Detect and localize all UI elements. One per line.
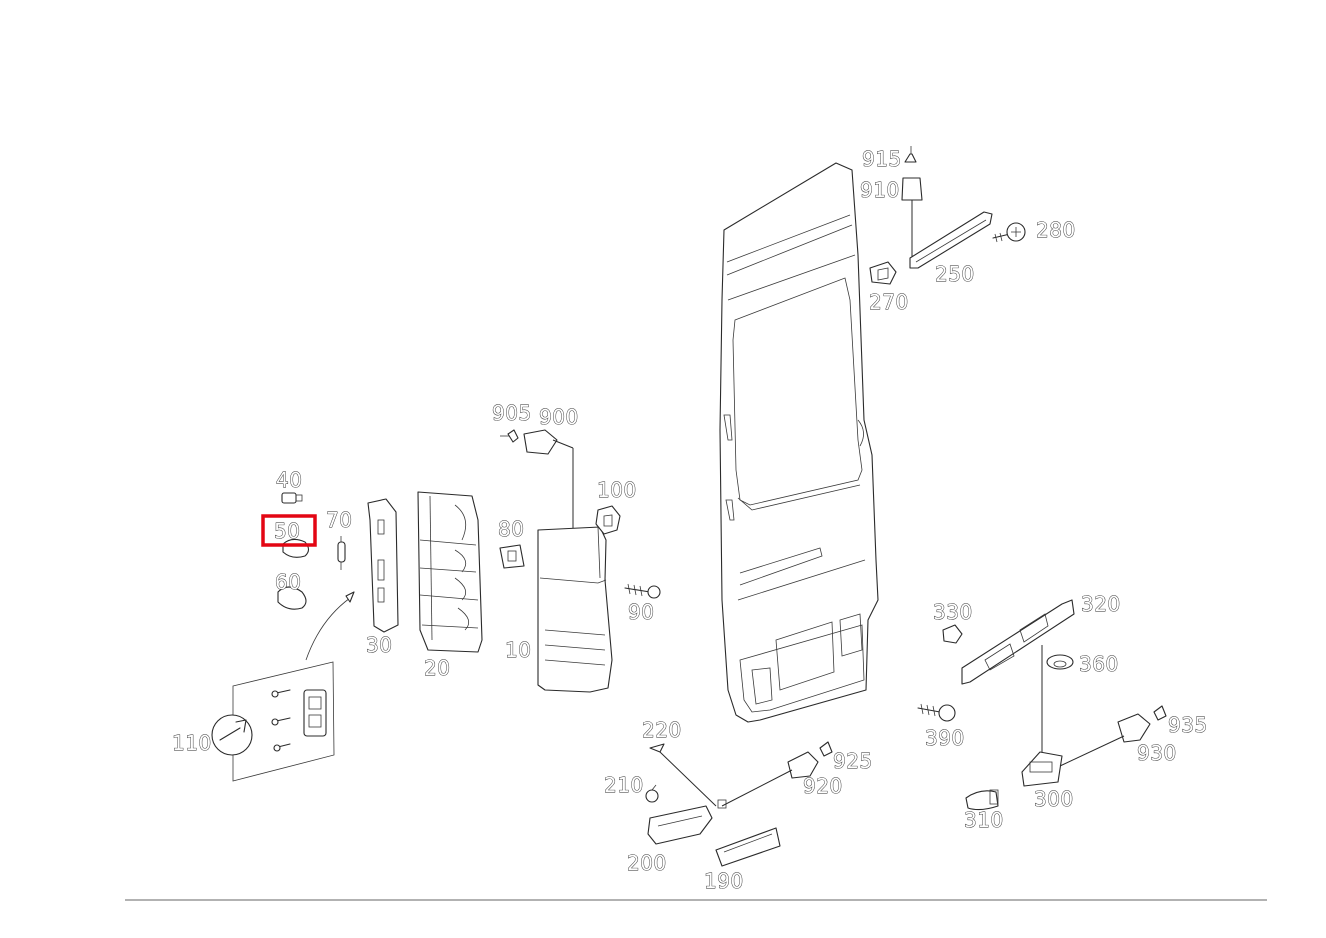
rear-door-drawing (719, 162, 879, 723)
bolt-220-drawing (649, 743, 717, 807)
part-label-30[interactable]: 30 (366, 633, 393, 658)
bracket-270-drawing (869, 261, 897, 285)
part-label-925[interactable]: 925 (833, 749, 873, 774)
bulb-70-drawing (337, 536, 346, 570)
connector-920-drawing (717, 751, 819, 809)
part-label-60[interactable]: 60 (275, 570, 302, 595)
selected-part-highlight (261, 514, 317, 547)
tail-lamp-lens-20 (417, 491, 483, 653)
part-label-920[interactable]: 920 (803, 774, 843, 799)
tool-set-110-drawing (211, 591, 355, 782)
part-label-280[interactable]: 280 (1036, 218, 1076, 243)
connector-900-drawing (523, 429, 574, 528)
grommet-360-drawing (1046, 654, 1074, 670)
license-plate-light-housing-320-drawing (961, 599, 1075, 760)
seal-935-drawing (1153, 705, 1167, 721)
seal-925-drawing (819, 741, 833, 757)
part-label-80[interactable]: 80 (498, 517, 525, 542)
seal-905-drawing (500, 429, 519, 443)
tail-lamp-housing-10 (537, 526, 613, 693)
part-label-190[interactable]: 190 (704, 869, 744, 894)
bulb-310-drawing (965, 789, 999, 811)
part-label-270[interactable]: 270 (869, 290, 909, 315)
part-label-360[interactable]: 360 (1079, 652, 1119, 677)
part-label-930[interactable]: 930 (1137, 741, 1177, 766)
clip-100-drawing (595, 505, 621, 535)
part-label-200[interactable]: 200 (627, 851, 667, 876)
part-label-100[interactable]: 100 (597, 478, 637, 503)
nut-330-drawing (942, 624, 963, 644)
part-label-900[interactable]: 900 (539, 405, 579, 430)
part-label-220[interactable]: 220 (642, 718, 682, 743)
part-label-20[interactable]: 20 (424, 656, 451, 681)
bulb-40-drawing (281, 492, 303, 504)
bulb-60-drawing (277, 586, 307, 610)
part-label-210[interactable]: 210 (604, 773, 644, 798)
bulb-carrier-30 (367, 498, 399, 633)
connector-930-drawing (1059, 713, 1151, 767)
part-label-915[interactable]: 915 (862, 147, 902, 172)
part-label-310[interactable]: 310 (964, 808, 1004, 833)
part-label-300[interactable]: 300 (1034, 787, 1074, 812)
part-label-320[interactable]: 320 (1081, 592, 1121, 617)
part-label-40[interactable]: 40 (276, 468, 303, 493)
screw-280-drawing (992, 222, 1026, 243)
side-marker-200-drawing (647, 805, 713, 845)
part-label-910[interactable]: 910 (860, 178, 900, 203)
part-label-330[interactable]: 330 (933, 600, 973, 625)
part-label-10[interactable]: 10 (505, 638, 532, 663)
part-label-250[interactable]: 250 (935, 262, 975, 287)
lamp-unit-300-drawing (1021, 751, 1063, 787)
reflector-190-drawing (715, 827, 781, 867)
bulb-210-drawing (645, 784, 659, 803)
part-label-905[interactable]: 905 (492, 401, 532, 426)
seal-915-drawing (904, 146, 917, 163)
third-brake-light-250-drawing (909, 211, 993, 269)
part-label-110[interactable]: 110 (172, 731, 212, 756)
socket-80-drawing (499, 544, 525, 569)
connector-910-drawing (901, 177, 923, 258)
part-label-390[interactable]: 390 (925, 726, 965, 751)
part-labels: 915 910 280 250 270 905 900 100 40 50 70… (172, 147, 1208, 894)
part-label-70[interactable]: 70 (326, 508, 353, 533)
screw-90-drawing (624, 583, 661, 599)
screw-390-drawing (917, 703, 956, 722)
part-label-50[interactable]: 50 (274, 519, 301, 544)
part-label-90[interactable]: 90 (628, 600, 655, 625)
part-label-935[interactable]: 935 (1168, 713, 1208, 738)
